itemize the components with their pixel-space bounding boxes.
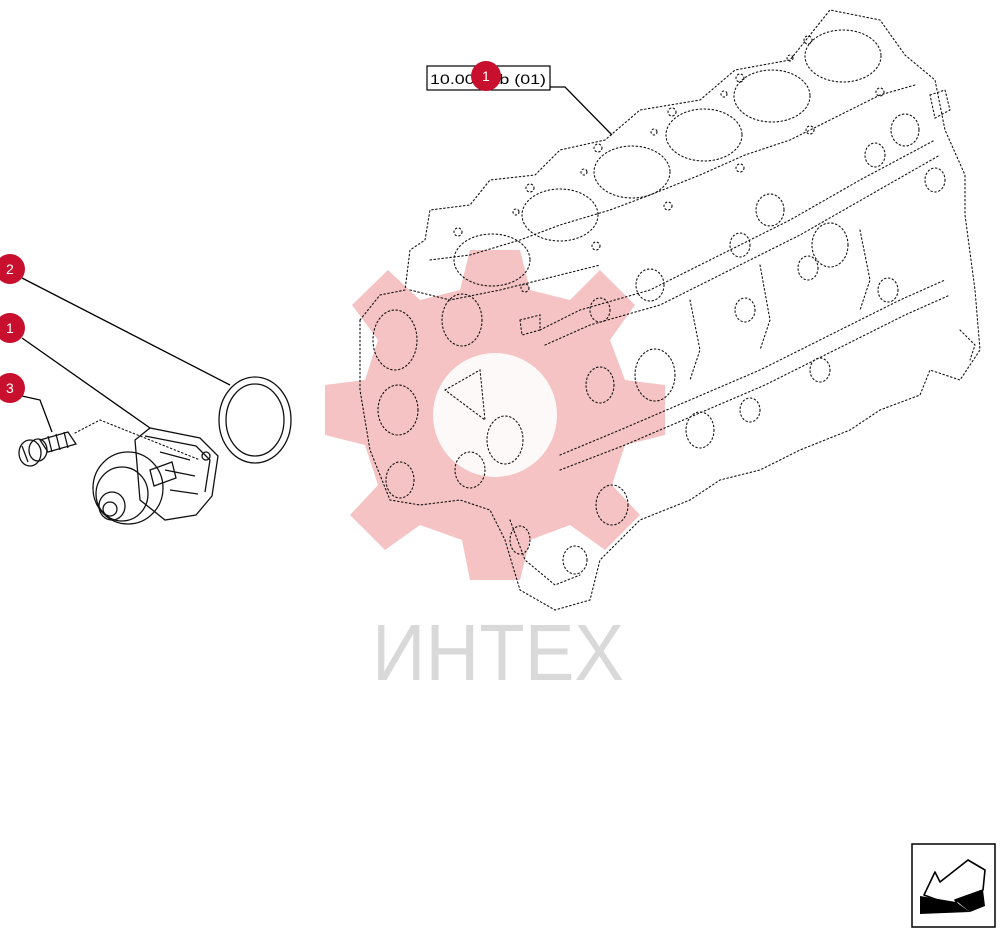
leader-line-2 (21, 277, 231, 386)
deck-holes (453, 35, 885, 293)
watermark: ИНТЕХ (325, 250, 665, 697)
callout-2-number: 2 (6, 261, 14, 277)
bolt[interactable] (18, 431, 78, 467)
reference-callout-number: 1 (482, 68, 490, 84)
watermark-text: ИНТЕХ (372, 608, 624, 697)
thermostat-housing[interactable] (92, 427, 219, 525)
reference-label[interactable]: 10.001.ab (01) 1 (426, 61, 613, 136)
reference-leader (550, 86, 613, 136)
engine-block-drawing (359, 9, 981, 611)
callout-1[interactable]: 1 (0, 313, 25, 343)
callout-2[interactable]: 2 (0, 254, 25, 284)
callout-3[interactable]: 3 (0, 373, 25, 403)
arrow-back-left-icon[interactable] (911, 843, 996, 928)
bolt-axis-line (74, 419, 201, 461)
callout-1-number: 1 (6, 320, 14, 336)
o-ring-seal[interactable] (218, 376, 292, 464)
callout-3-number: 3 (6, 380, 14, 396)
leader-line-1 (21, 337, 151, 429)
leader-line-3 (21, 395, 53, 433)
reference-callout-badge[interactable] (471, 61, 501, 91)
